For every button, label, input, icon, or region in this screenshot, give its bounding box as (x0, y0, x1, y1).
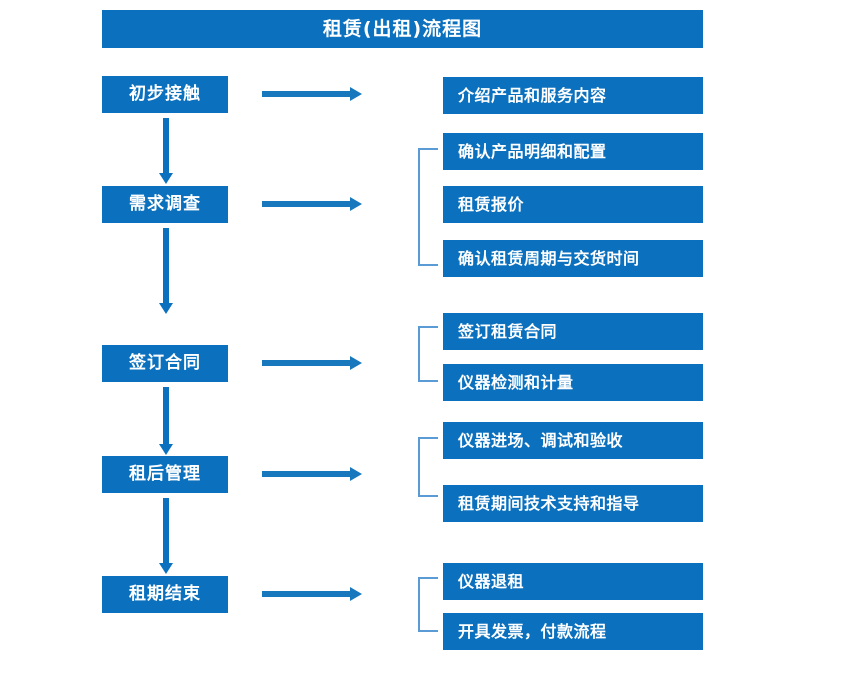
right-arrow-icon-stage1 (262, 87, 362, 101)
down-arrow-icon-stage1-to-stage2 (159, 118, 173, 184)
right-arrow-icon-stage2 (262, 197, 362, 211)
group-bracket-post-rental-management (418, 437, 438, 497)
detail-box-introduce-products-services[interactable]: 介绍产品和服务内容 (443, 77, 703, 114)
detail-box-invoice-payment-process[interactable]: 开具发票，付款流程 (443, 613, 703, 650)
stage-box-needs-survey[interactable]: 需求调查 (102, 186, 228, 223)
down-arrow-icon-stage3-to-stage4 (159, 387, 173, 455)
stage-box-post-rental-management[interactable]: 租后管理 (102, 456, 228, 493)
page-title: 租赁(出租)流程图 (102, 10, 703, 48)
detail-box-instrument-testing-metering[interactable]: 仪器检测和计量 (443, 364, 703, 401)
group-bracket-rental-end (418, 577, 438, 632)
detail-box-confirm-product-details[interactable]: 确认产品明细和配置 (443, 133, 703, 170)
down-arrow-icon-stage2-to-stage3 (159, 228, 173, 314)
right-arrow-icon-stage4 (262, 467, 362, 481)
detail-box-rental-quotation[interactable]: 租赁报价 (443, 186, 703, 223)
detail-box-confirm-rental-period-delivery[interactable]: 确认租赁周期与交货时间 (443, 240, 703, 277)
detail-box-rental-period-technical-support[interactable]: 租赁期间技术支持和指导 (443, 485, 703, 522)
detail-box-instrument-entry-debug-acceptance[interactable]: 仪器进场、调试和验收 (443, 422, 703, 459)
down-arrow-icon-stage4-to-stage5 (159, 498, 173, 574)
stage-box-initial-contact[interactable]: 初步接触 (102, 76, 228, 113)
detail-box-sign-rental-contract[interactable]: 签订租赁合同 (443, 313, 703, 350)
right-arrow-icon-stage3 (262, 356, 362, 370)
stage-box-rental-end[interactable]: 租期结束 (102, 576, 228, 613)
right-arrow-icon-stage5 (262, 587, 362, 601)
stage-box-sign-contract[interactable]: 签订合同 (102, 345, 228, 382)
group-bracket-sign-contract (418, 326, 438, 382)
detail-box-instrument-return[interactable]: 仪器退租 (443, 563, 703, 600)
group-bracket-needs-survey (418, 148, 438, 266)
